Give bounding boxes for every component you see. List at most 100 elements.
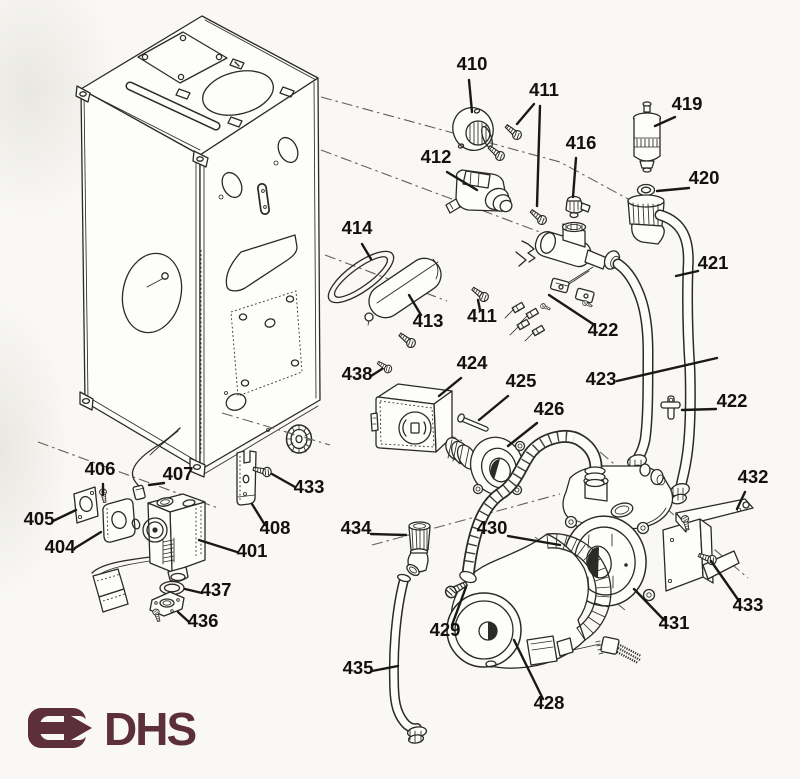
part-425-pin bbox=[457, 413, 489, 432]
leader-line-412 bbox=[445, 170, 479, 192]
leader-line-438 bbox=[369, 367, 384, 378]
callout-412: 412 bbox=[421, 146, 452, 167]
leader-line-426 bbox=[506, 421, 539, 448]
leader-line-433 bbox=[270, 472, 297, 489]
leader-line-408 bbox=[250, 502, 267, 527]
callout-433: 433 bbox=[733, 594, 764, 615]
part-411-screw bbox=[527, 206, 549, 227]
upper-piping-assembly bbox=[327, 101, 696, 505]
callout-430: 430 bbox=[477, 517, 508, 538]
callout-426: 426 bbox=[534, 398, 565, 419]
leader-line-437 bbox=[183, 587, 204, 595]
leader-line-436 bbox=[176, 610, 191, 624]
leader-line-421 bbox=[674, 269, 700, 278]
callout-401: 401 bbox=[237, 540, 268, 561]
leader-line-411 bbox=[535, 104, 542, 208]
callout-421: 421 bbox=[698, 252, 729, 273]
leader-line-405 bbox=[51, 508, 78, 523]
part-412-valve bbox=[445, 169, 513, 214]
leader-line-401 bbox=[197, 538, 239, 554]
callout-428: 428 bbox=[534, 692, 565, 713]
callout-414: 414 bbox=[342, 217, 374, 238]
callout-404: 404 bbox=[45, 536, 77, 557]
callout-407: 407 bbox=[163, 463, 194, 484]
part-428-pump-motor bbox=[446, 533, 612, 669]
leader-line-422 bbox=[547, 293, 595, 326]
leader-line-414 bbox=[360, 242, 373, 261]
part-408-bracket bbox=[236, 450, 257, 506]
dhs-logo: DHS bbox=[28, 703, 197, 755]
callout-416: 416 bbox=[566, 132, 597, 153]
leader-line-420 bbox=[655, 186, 691, 193]
cabinet-top-opening bbox=[202, 70, 274, 116]
leader-line-416 bbox=[571, 156, 578, 199]
callout-420: 420 bbox=[689, 167, 720, 188]
leader-line-411 bbox=[476, 298, 482, 312]
callout-408: 408 bbox=[260, 517, 291, 538]
callout-423: 423 bbox=[586, 368, 617, 389]
callout-436: 436 bbox=[188, 610, 219, 631]
cabinet-burner-cutout bbox=[225, 234, 298, 292]
callout-410: 410 bbox=[457, 53, 488, 74]
power-connector bbox=[572, 636, 642, 664]
part-401-gas-valve bbox=[142, 493, 206, 583]
callout-411: 411 bbox=[529, 79, 559, 100]
part-411-screw bbox=[469, 284, 491, 304]
part-435-hose bbox=[388, 573, 428, 744]
callout-411: 411 bbox=[467, 305, 497, 326]
part-404-oring bbox=[131, 518, 141, 530]
callout-419: 419 bbox=[672, 93, 703, 114]
part-413-expansion-vessel bbox=[364, 257, 442, 326]
leader-line-423 bbox=[615, 356, 719, 383]
gas-valve-assembly bbox=[73, 427, 273, 623]
part-423-pipe bbox=[612, 258, 654, 476]
leader-line-429 bbox=[450, 585, 468, 627]
callout-437: 437 bbox=[201, 579, 232, 600]
pipe-elbow-nut bbox=[627, 194, 665, 245]
tee-manifold bbox=[534, 221, 621, 270]
part-411-screw bbox=[502, 121, 524, 142]
cabinet-casing bbox=[75, 15, 321, 478]
pump-assembly bbox=[388, 430, 674, 744]
leader-line-431 bbox=[632, 587, 666, 622]
cabinet-side-opening bbox=[121, 252, 183, 334]
leader-line-430 bbox=[506, 534, 562, 547]
part-424-control-box bbox=[370, 383, 453, 453]
part-421-pipe bbox=[654, 209, 696, 505]
part-407-wire bbox=[131, 427, 181, 501]
part-405-plate bbox=[73, 486, 99, 524]
leader-line-435 bbox=[370, 664, 400, 673]
leader-line-411 bbox=[515, 102, 536, 126]
callout-438: 438 bbox=[342, 363, 373, 384]
part-422-clip bbox=[660, 395, 681, 420]
callout-429: 429 bbox=[430, 619, 461, 640]
leader-line-434 bbox=[369, 532, 408, 537]
leader-line-422 bbox=[680, 407, 718, 412]
part-410-flange bbox=[452, 107, 494, 151]
leader-line-419 bbox=[653, 115, 677, 128]
callout-433: 433 bbox=[294, 476, 325, 497]
part-422-harness bbox=[504, 266, 595, 342]
cabinet-grommet-wheel bbox=[285, 424, 313, 454]
callout-432: 432 bbox=[738, 466, 769, 487]
part-432-bracket bbox=[662, 498, 754, 592]
leader-line-404 bbox=[73, 530, 103, 550]
part-416-sensor bbox=[565, 195, 591, 219]
dhs-arrow-icon bbox=[28, 708, 92, 748]
leader-line-432 bbox=[735, 490, 747, 511]
leader-line-410 bbox=[467, 78, 474, 114]
part-434-elbow-fitting bbox=[406, 521, 431, 577]
screw bbox=[396, 330, 418, 350]
leader-line-424 bbox=[437, 376, 463, 398]
callout-406: 406 bbox=[85, 458, 116, 479]
valve-cable-plug bbox=[91, 556, 151, 613]
retainer-clip bbox=[521, 240, 536, 263]
cabinet-top-panel bbox=[137, 31, 228, 84]
leader-line-413 bbox=[407, 293, 423, 317]
callout-434: 434 bbox=[341, 517, 373, 538]
callout-422: 422 bbox=[588, 319, 619, 340]
leader-line-407 bbox=[147, 481, 166, 487]
